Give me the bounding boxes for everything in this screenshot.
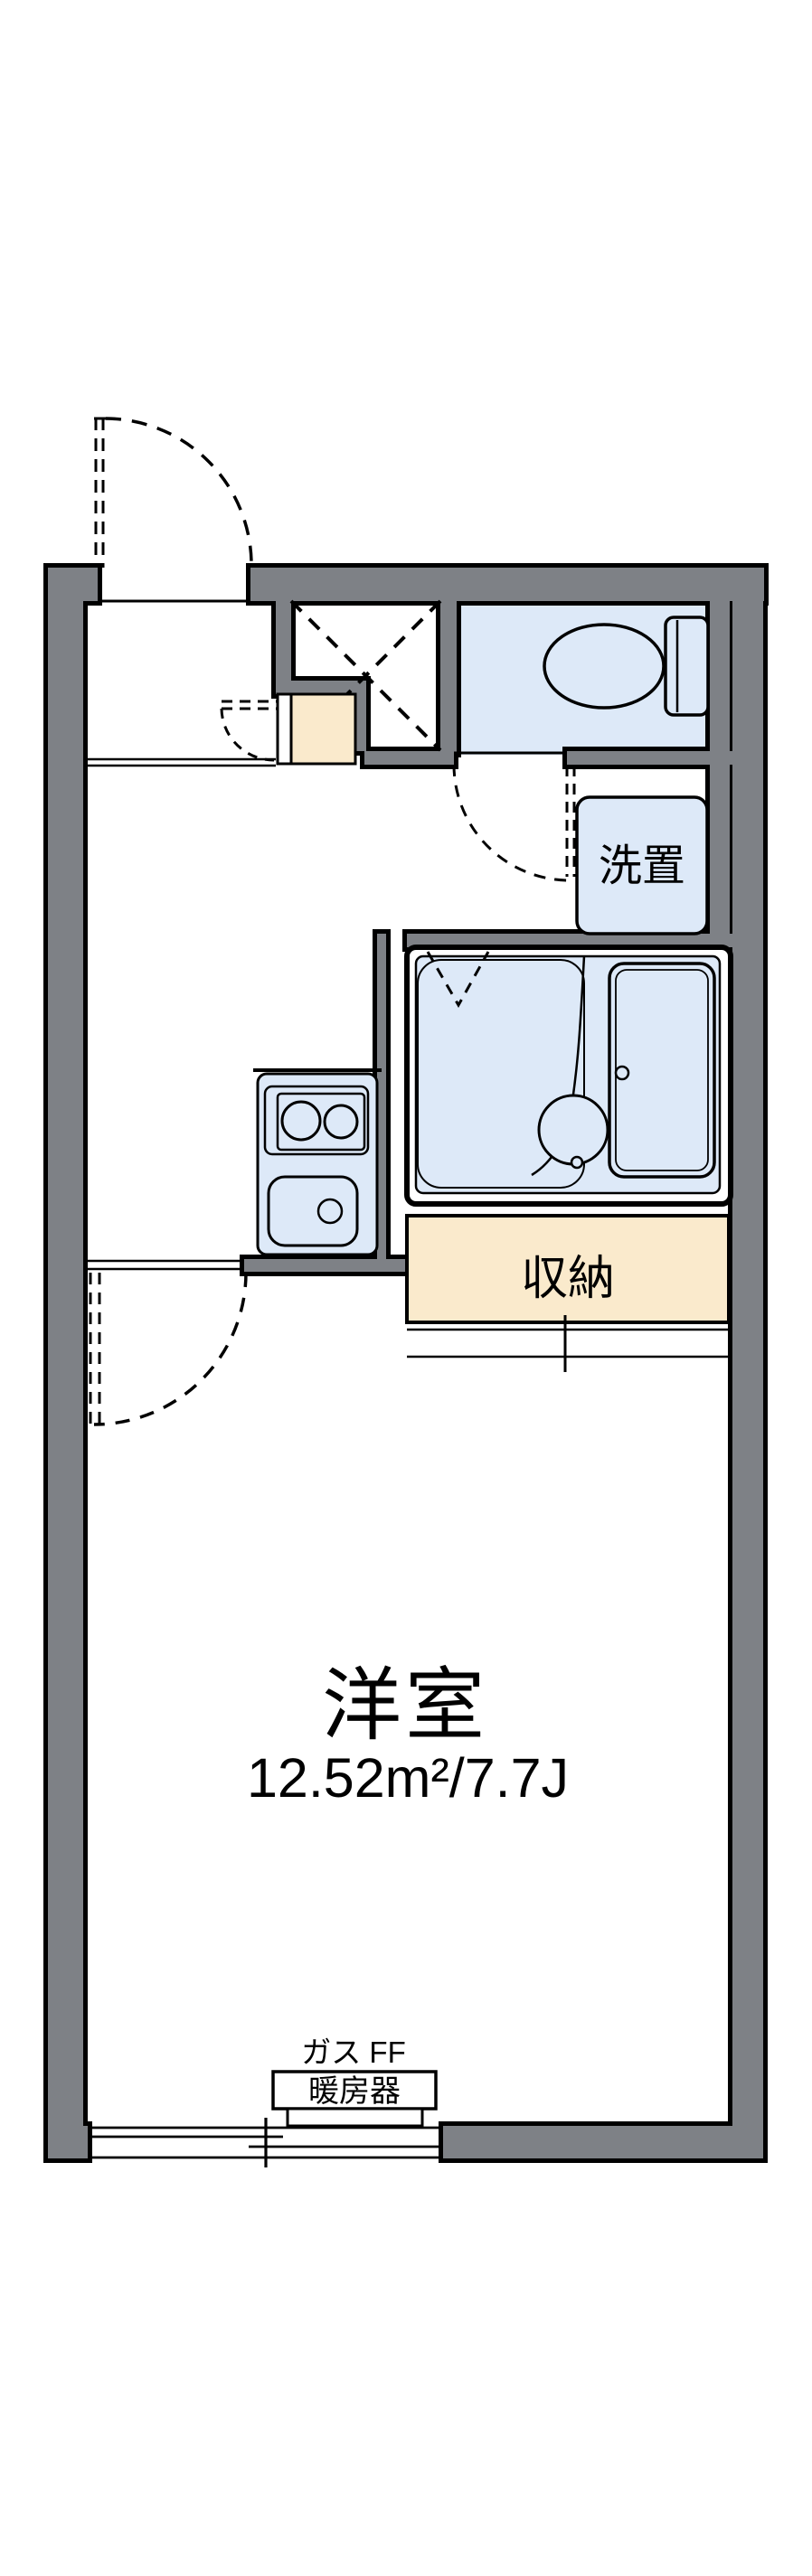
washbasin-icon (537, 1094, 609, 1166)
toilet-tank-icon (664, 616, 710, 717)
heater-type-label: ガス FF (301, 2035, 405, 2069)
burner-icon (323, 1104, 359, 1140)
sink-icon (267, 1175, 359, 1247)
bathtub-icon (608, 962, 716, 1179)
toilet-door-swing (452, 764, 576, 882)
toilet (452, 616, 710, 882)
entrance-door-swing (94, 417, 253, 569)
entrance-storage-x (289, 599, 442, 752)
door-leaf (276, 692, 293, 766)
heater-name-label: 暖房器 (308, 2074, 401, 2109)
room-door-swing (89, 1272, 248, 1426)
drain-icon (316, 1198, 344, 1225)
toilet-bowl-icon (543, 623, 666, 710)
bath-unit (404, 945, 733, 1207)
burner-icon (280, 1100, 322, 1142)
main-room-name: 洋室 (322, 1660, 488, 1750)
laundry-space: 洗置 (575, 795, 709, 935)
main-room: 洋室 12.52m²/7.7J (247, 1660, 569, 1809)
shoe-cabinet (289, 692, 357, 766)
stove-icon (263, 1085, 370, 1156)
storage-closet: 収納 (405, 1214, 731, 1372)
main-room-area: 12.52m²/7.7J (247, 1747, 569, 1809)
laundry-label: 洗置 (599, 842, 685, 890)
gas-heater: ガス FF 暖房器 (271, 2035, 438, 2128)
bath-door-mark (426, 951, 490, 1009)
storage-label: 収納 (521, 1253, 615, 1305)
storage-door (220, 692, 357, 766)
kitchen-unit (253, 1068, 382, 1256)
walls (48, 568, 764, 2158)
window-bottom (88, 2118, 443, 2167)
threshold-lines (83, 599, 567, 1271)
shower-area (417, 959, 585, 1189)
